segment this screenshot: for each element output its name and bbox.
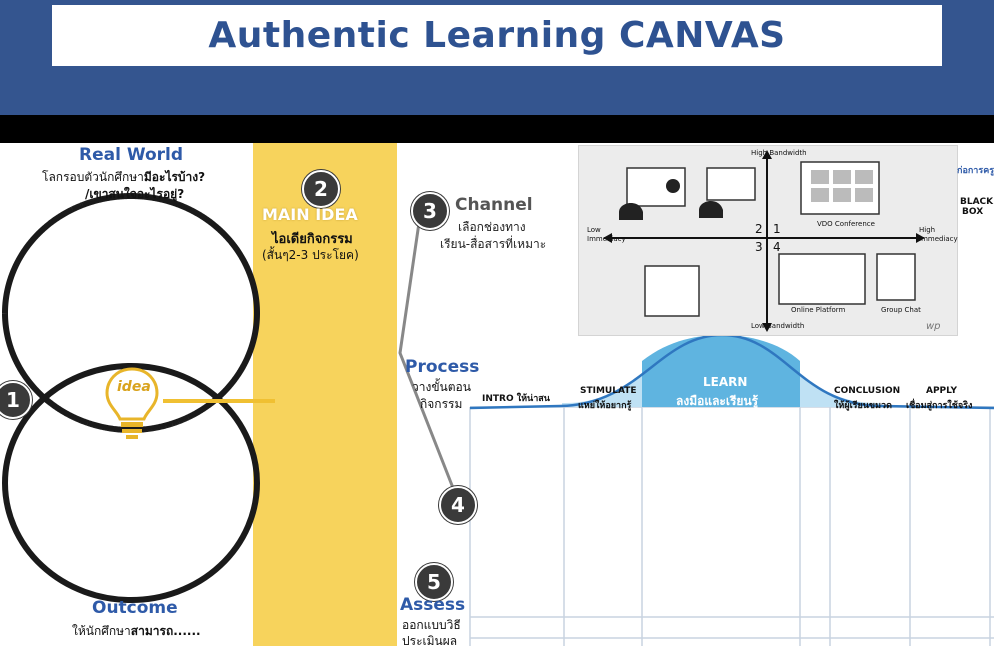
outcome-heading: Outcome	[92, 598, 178, 618]
page-title: Authentic Learning CANVAS	[208, 15, 786, 56]
stage-intro-label: INTRO ให้น่าสน	[482, 394, 550, 404]
title-box: Authentic Learning CANVAS	[52, 5, 942, 66]
quadrant-1-label: 1	[773, 222, 781, 236]
process-line1: วางขั้นตอน	[412, 380, 471, 394]
badge-one: 1	[0, 381, 32, 419]
venn-diagram	[2, 193, 994, 646]
high-immediacy-label: High Immediacy	[919, 226, 958, 243]
assess-heading: Assess	[400, 595, 466, 615]
quadrant-3-label: 3	[755, 240, 763, 254]
real-world-line2: /เขาสนใจอะไรอยู่?	[85, 187, 185, 201]
group-chat-label: Group Chat	[881, 306, 921, 314]
canvas-board: Real World โลกรอบตัวนักศึกษามีอะไรบ้าง? …	[0, 143, 994, 646]
badge-three: 3	[411, 192, 449, 230]
process-line2: กิจกรรม	[420, 397, 463, 411]
real-world-line1: โลกรอบตัวนักศึกษามีอะไรบ้าง?	[42, 168, 205, 187]
stage-learn-label: LEARN	[703, 375, 748, 389]
channel-line2: เรียน-สื่อสารที่เหมาะ	[440, 237, 547, 251]
idea-label: idea	[117, 379, 151, 395]
assess-line1: ออกแบบวิธี	[402, 618, 461, 632]
low-immediacy-label: Low Immediacy	[587, 226, 626, 243]
quadrant-4-label: 4	[773, 240, 781, 254]
badge-four: 4	[439, 486, 477, 524]
main-idea-line1: ไอเดียกิจกรรม	[272, 232, 353, 247]
online-platform-label: Online Platform	[791, 306, 846, 314]
low-bandwidth-label: Low Bandwidth	[751, 322, 805, 330]
channel-line1: เลือกช่องทาง	[458, 220, 526, 234]
real-world-heading: Real World	[79, 145, 184, 165]
bell-learn-band	[642, 335, 800, 407]
real-world-line1-prefix: โลกรอบตัวนักศึกษา	[42, 170, 144, 184]
real-world-line1-bold: มีอะไรบ้าง?	[143, 170, 206, 184]
process-connector-line	[398, 215, 457, 494]
outcome-circle	[2, 363, 260, 603]
outcome-line: ให้นักศึกษาสามารถ......	[72, 622, 201, 641]
activity-grid	[469, 406, 994, 646]
black-band	[0, 115, 994, 143]
process-heading: Process	[405, 357, 480, 377]
stage-learn-sub: ลงมือและเรียนรู้	[676, 394, 759, 408]
signature-mark: wp	[926, 321, 941, 332]
stage-apply-label: APPLY	[926, 386, 958, 396]
vdo-conference-label: VDO Conference	[817, 220, 875, 228]
stage-conclusion-label: CONCLUSION	[834, 386, 901, 396]
assess-line2: ประเมินผล	[402, 634, 458, 646]
stage-apply-sub: เชื่อมสู่การใช้จริง	[906, 401, 973, 411]
channel-matrix-image: High Bandwidth Low Bandwidth Low Immedia…	[578, 145, 958, 336]
lightbulb-icon	[105, 367, 159, 439]
header-banner: Authentic Learning CANVAS	[0, 0, 994, 115]
stage-stimulate-sub: แหย่ให้อยากรู้	[578, 401, 632, 411]
outcome-line-prefix: ให้นักศึกษา	[72, 624, 131, 638]
blackbox-logo-line2: BOX	[962, 207, 984, 217]
channel-matrix-axes	[603, 150, 925, 332]
main-idea-line2: (สั้นๆ2-3 ประโยค)	[262, 248, 359, 262]
main-idea-column	[253, 143, 397, 646]
outcome-line-bold: สามารถ......	[130, 624, 201, 638]
kokarnkru-logo: ก่อการครู	[957, 166, 994, 176]
badge-two: 2	[302, 170, 340, 208]
stage-conclusion-sub: ให้ผู้เรียนขมวด	[834, 401, 892, 411]
blackbox-logo-line1: BLACK	[960, 197, 994, 207]
stage-stimulate-label: STIMULATE	[580, 386, 637, 396]
main-idea-heading: MAIN IDEA	[262, 205, 358, 224]
high-bandwidth-label: High Bandwidth	[751, 149, 807, 157]
channel-heading: Channel	[455, 195, 533, 215]
badge-five: 5	[415, 563, 453, 601]
quadrant-2-label: 2	[755, 222, 763, 236]
